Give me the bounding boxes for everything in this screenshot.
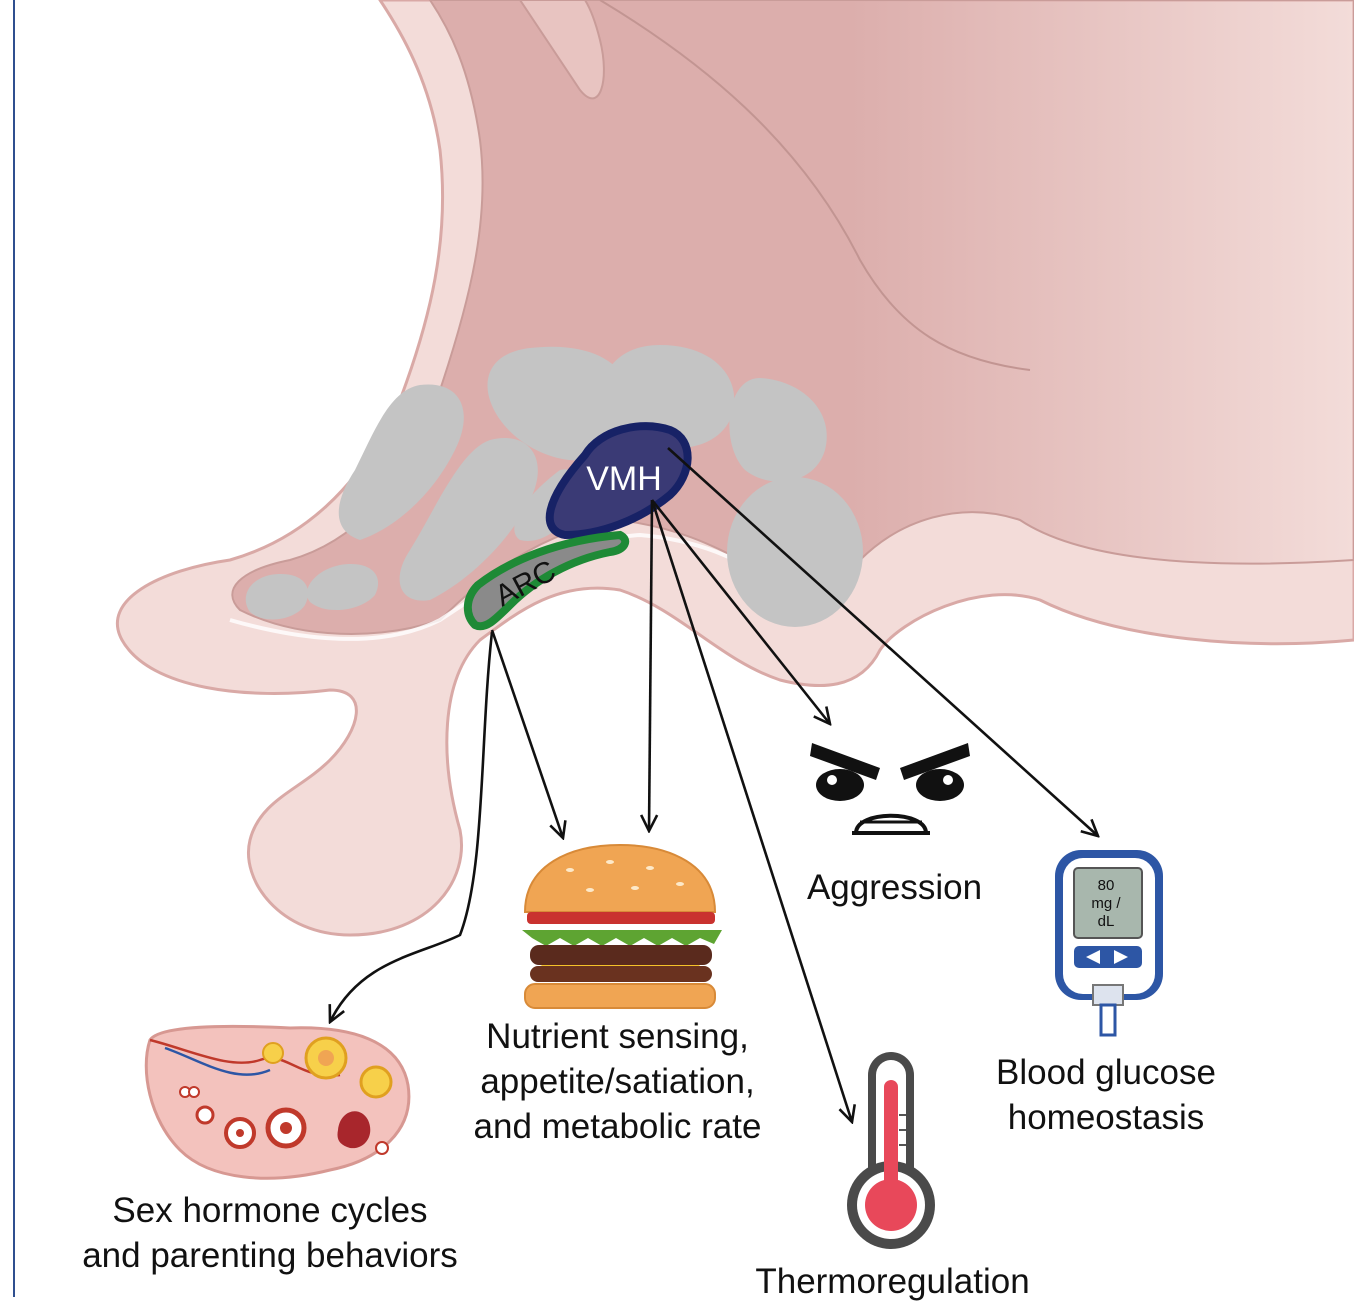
glucometer-unit-2: dL bbox=[1098, 913, 1115, 930]
burger-icon bbox=[522, 845, 722, 1008]
brain-tissue bbox=[117, 0, 1354, 935]
thermometer-icon bbox=[847, 1052, 935, 1249]
glucometer-icon: 80 mg / dL bbox=[1055, 850, 1163, 1035]
ovary-icon bbox=[146, 1026, 409, 1178]
angry-face-icon bbox=[810, 743, 970, 833]
glucometer-unit-1: mg / bbox=[1091, 895, 1121, 912]
thermoregulation-label: Thermoregulation bbox=[725, 1259, 1060, 1304]
arrow-arc-to-nutrient bbox=[492, 630, 563, 838]
glucose-label: Blood glucose homeostasis bbox=[956, 1050, 1256, 1140]
glucometer-value: 80 bbox=[1098, 877, 1115, 894]
sex-hormone-label: Sex hormone cycles and parenting behavio… bbox=[55, 1188, 485, 1278]
nutrient-label: Nutrient sensing, appetite/satiation, an… bbox=[435, 1014, 800, 1149]
aggression-label: Aggression bbox=[782, 865, 1007, 910]
vmh-label: VMH bbox=[586, 460, 662, 498]
